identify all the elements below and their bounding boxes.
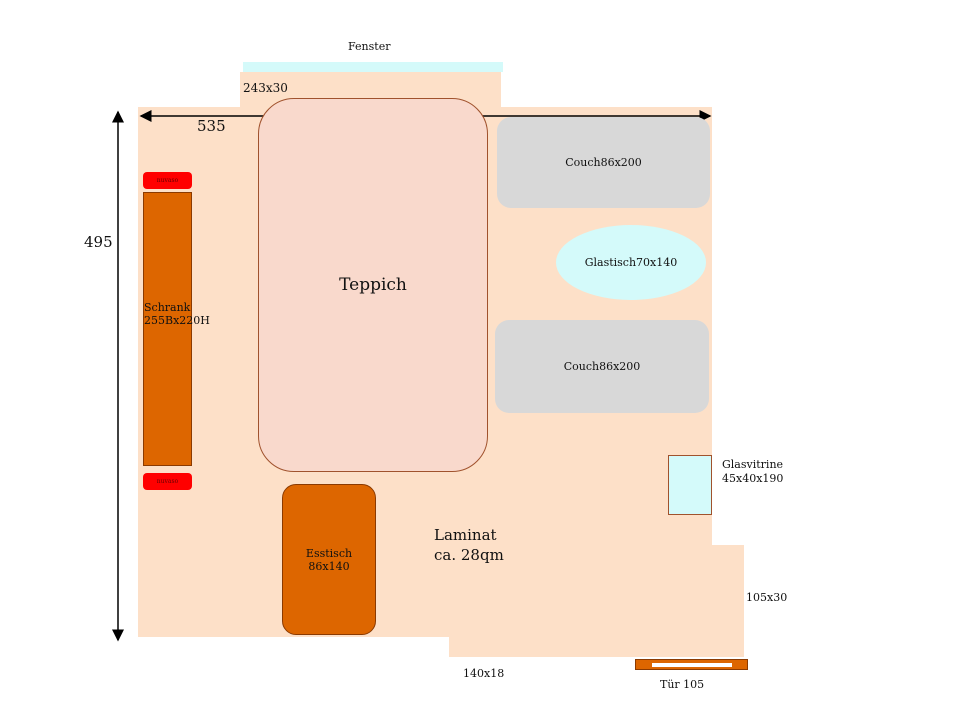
wardrobe[interactable] bbox=[143, 192, 192, 466]
area-label: ca. 28qm bbox=[434, 546, 504, 564]
vitrine-label: Glasvitrine bbox=[722, 458, 784, 471]
window bbox=[243, 62, 503, 72]
floor-label: Laminat bbox=[434, 526, 497, 544]
couch-top[interactable]: Couch86x200 bbox=[497, 117, 710, 208]
bottom-niche-label: 140x18 bbox=[463, 667, 505, 680]
vitrine-size: 45x40x190 bbox=[722, 472, 784, 485]
door[interactable] bbox=[635, 659, 748, 670]
carpet-label: Teppich bbox=[339, 275, 407, 295]
couch-top-label: Couch86x200 bbox=[565, 156, 642, 169]
couch-bottom-label: Couch86x200 bbox=[563, 360, 641, 373]
carpet[interactable]: Teppich bbox=[258, 98, 488, 472]
red-box-bottom[interactable]: nuvaso bbox=[143, 473, 192, 490]
glass-table[interactable]: Glastisch70x140 bbox=[556, 225, 706, 300]
window-size: 243x30 bbox=[243, 81, 288, 95]
window-label: Fenster bbox=[348, 40, 391, 53]
width-label: 535 bbox=[197, 117, 226, 135]
door-label: Tür 105 bbox=[660, 678, 705, 691]
wardrobe-size: 255Bx220H bbox=[144, 314, 210, 327]
red-box-top-label: nuvaso bbox=[156, 177, 179, 184]
red-box-top[interactable]: nuvaso bbox=[143, 172, 192, 189]
door-opening bbox=[651, 663, 732, 667]
dining-table-size: 86x140 bbox=[308, 559, 350, 573]
dining-table-label: Esstisch bbox=[305, 546, 353, 560]
height-label: 495 bbox=[84, 233, 113, 251]
glass-table-label: Glastisch70x140 bbox=[584, 256, 678, 269]
wardrobe-label: Schrank bbox=[144, 301, 191, 314]
bottom-niche bbox=[449, 636, 744, 657]
glass-vitrine[interactable] bbox=[668, 455, 712, 515]
couch-bottom[interactable]: Couch86x200 bbox=[495, 320, 709, 413]
niche-label: 105x30 bbox=[746, 591, 788, 604]
red-box-bottom-label: nuvaso bbox=[156, 478, 179, 485]
